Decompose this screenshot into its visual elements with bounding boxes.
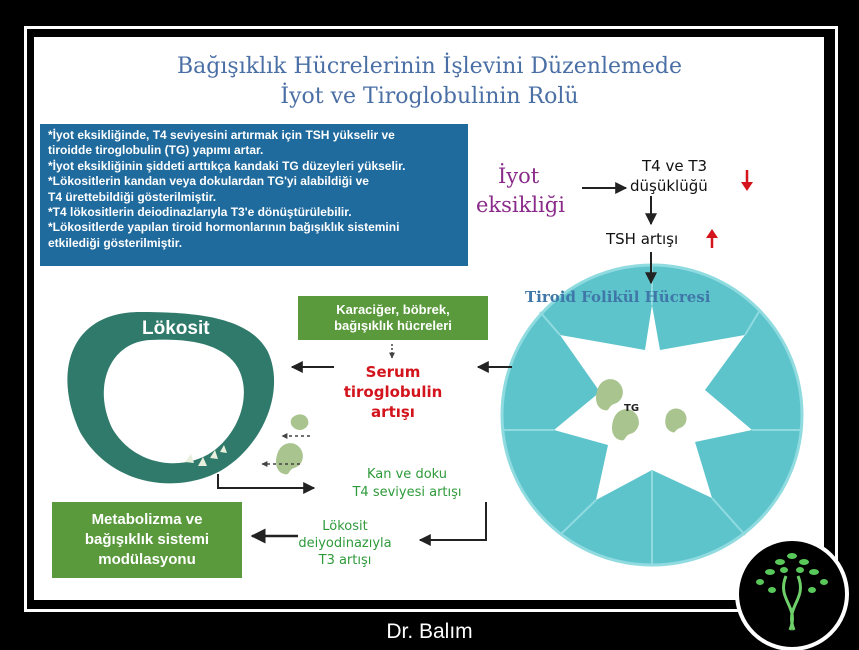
thyroid-follicle	[500, 263, 804, 567]
info-line: *Lökositlerin kandan veya dokulardan TG'…	[48, 174, 369, 189]
title-line-2: İyot ve Tiroglobulinin Rolü	[280, 84, 579, 109]
leukocyte-granules	[185, 445, 227, 466]
arrow-leukocyte-to-t4	[217, 474, 316, 494]
sources-line-2: bağışıklık hücreleri	[334, 318, 452, 333]
tg-blob	[612, 409, 639, 441]
tg-blob	[665, 408, 687, 433]
t4t3-line-2: düşüklüğü	[630, 177, 708, 195]
serum-line-2: tiroglobulin	[343, 383, 443, 401]
info-box: *İyot eksikliğinde, T4 seviyesini artırm…	[40, 124, 468, 266]
leukocyte-t3-increase: Lökosit deiyodinazıyla T3 artışı	[270, 518, 420, 569]
blood-t4-increase: Kan ve doku T4 seviyesi artışı	[318, 466, 496, 502]
serum-line-3: artışı	[371, 403, 415, 421]
tg-label: TG	[624, 403, 640, 414]
iodine-deficiency-line-2: eksikliği	[476, 193, 565, 217]
info-line: *İyot eksikliğinde, T4 seviyesini artırm…	[48, 128, 395, 142]
sources-box: Karaciğer, böbrek, bağışıklık hücreleri	[298, 296, 488, 340]
tg-blob	[290, 414, 309, 430]
dna-tree-logo-icon	[735, 537, 849, 650]
info-line: T4 ürettebildiği gösterilmiştir.	[48, 189, 217, 204]
sources-line-1: Karaciğer, böbrek,	[336, 302, 450, 317]
info-line: *T4 lökositlerin deiodinazlarıyla T3'e d…	[48, 205, 352, 220]
tg-blob	[276, 443, 303, 475]
result-line-3: modülasyonu	[98, 551, 196, 568]
down-arrow-icon	[741, 170, 753, 191]
result-line-2: bağışıklık sistemi	[84, 531, 210, 548]
leuk-t3-line-3: T3 artışı	[318, 553, 372, 568]
leukocyte-label: Lökosit	[142, 318, 210, 339]
tsh-label: TSH artışı	[606, 230, 679, 248]
tg-blob	[596, 379, 623, 411]
info-line: etkilediği gösterilmiştir.	[48, 235, 183, 250]
blood-t4-line-1: Kan ve doku	[366, 467, 448, 482]
iodine-deficiency-line-1: İyot	[498, 164, 540, 188]
info-line: *İyot eksikliğinin şiddeti arttıkça kand…	[48, 158, 406, 173]
serum-tg-increase: Serum tiroglobulin artışı	[318, 362, 468, 422]
arrow-t4-to-t3	[418, 502, 487, 546]
leuk-t3-line-1: Lökosit	[322, 519, 368, 534]
blood-t4-line-2: T4 seviyesi artışı	[352, 485, 462, 500]
leukocyte-cell	[67, 312, 275, 484]
serum-line-1: Serum	[365, 363, 421, 381]
up-arrow-icon	[706, 229, 718, 248]
title-line-1: Bağışıklık Hücrelerinin İşlevini Düzenle…	[177, 54, 682, 79]
leuk-t3-line-2: deiyodinazıyla	[298, 536, 392, 551]
info-line: *Lökositlerde yapılan tiroid hormonların…	[48, 220, 400, 235]
result-line-1: Metabolizma ve	[91, 511, 203, 528]
info-line: tiroidde tiroglobulin (TG) yapımı artar.	[48, 143, 264, 158]
result-box: Metabolizma ve bağışıklık sistemi modüla…	[52, 502, 242, 578]
follicle-label: Tiroid Folikül Hücresi	[525, 288, 711, 306]
t4t3-line-1: T4 ve T3	[642, 157, 708, 175]
footer-author: Dr. Balım	[386, 620, 473, 643]
